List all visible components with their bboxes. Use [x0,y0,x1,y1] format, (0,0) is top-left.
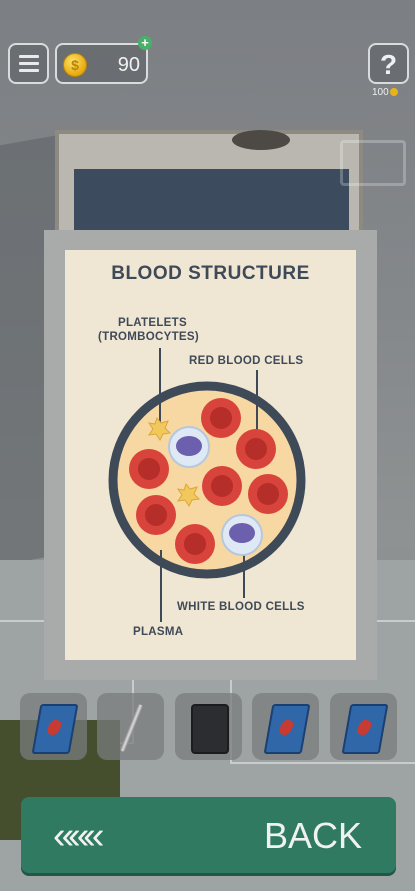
coin-icon [389,88,398,96]
platelets-label-line: (TROMBOCYTES) [98,331,200,343]
red-cells-label: RED BLOOD CELLS [189,355,304,367]
add-coins-button[interactable]: + [138,36,152,50]
inventory-slot-4[interactable] [252,693,319,760]
inventory-slot-1[interactable] [20,693,87,760]
red-blood-cell [202,466,242,506]
blood-diagram [108,348,306,622]
poster-title: BLOOD STRUCTURE [111,263,310,284]
back-label: BACK [263,815,362,856]
faded-rotate-icon [340,140,406,186]
hint-cost-value: 100 [372,87,389,98]
coin-counter: $ 90 [55,43,148,84]
red-blood-cell [136,495,176,535]
white-cells-label: WHITE BLOOD CELLS [177,601,305,613]
platelets-label-line: PLATELETS [118,317,187,329]
coin-count: 90 [117,54,140,76]
blood-structure-poster: BLOOD STRUCTURE PLATELETS (TROMBOCYTES) … [65,250,356,660]
platelet [147,416,172,441]
inventory-slot-5[interactable] [330,693,397,760]
cabinet-door-left [74,169,214,239]
red-blood-cell [129,449,169,489]
menu-icon-bar [19,62,39,65]
hint-button[interactable]: ? [368,43,409,84]
blue-card-icon [31,704,79,754]
red-blood-cell [236,429,276,469]
pen-icon [119,703,144,753]
plasma-label: PLASMA [133,626,184,638]
platelet [176,482,201,507]
back-arrows-icon: ««« [53,815,104,857]
white-blood-cell [168,426,210,468]
white-blood-cell [221,514,263,556]
coin-icon: $ [63,53,87,77]
black-card-icon [191,704,229,754]
background-cabinet [55,130,363,248]
platelets-label: PLATELETS (TROMBOCYTES) [98,316,199,344]
question-icon: ? [379,49,398,80]
red-blood-cell [248,474,288,514]
red-blood-cell [175,524,215,564]
inventory-slot-2[interactable] [97,693,164,760]
blue-card-icon [263,704,311,754]
menu-button[interactable] [8,43,49,84]
hint-cost: 100 [372,87,398,98]
blue-card-icon [341,704,389,754]
cabinet-door-right [209,169,349,239]
red-blood-cell [201,398,241,438]
menu-icon-bar [19,69,39,72]
menu-icon-bar [19,55,39,58]
inventory-slot-3[interactable] [175,693,242,760]
back-button[interactable]: ««« BACK [21,797,396,873]
ceiling-lamp [232,130,290,150]
